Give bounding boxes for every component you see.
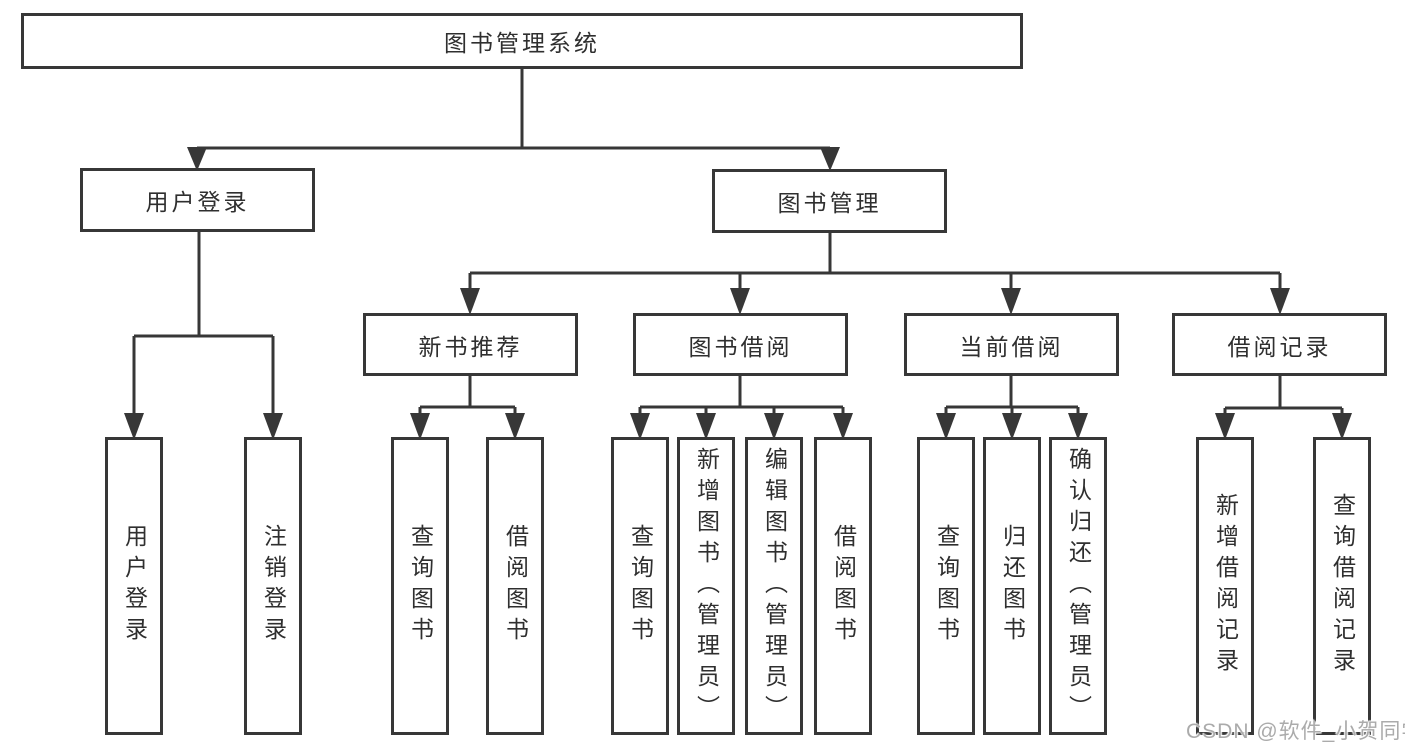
node-new-book-recommend: 新书推荐 bbox=[363, 313, 578, 376]
node-leaf-nb-query-books: 查询图书 bbox=[391, 437, 449, 735]
node-leaf-bb-borrow-books-label: 借阅图书 bbox=[830, 524, 857, 648]
node-current-borrow: 当前借阅 bbox=[904, 313, 1119, 376]
node-leaf-br-query-record: 查询借阅记录 bbox=[1313, 437, 1371, 735]
node-borrow-record: 借阅记录 bbox=[1172, 313, 1387, 376]
node-root-system: 图书管理系统 bbox=[21, 13, 1023, 69]
node-leaf-cb-query-books: 查询图书 bbox=[917, 437, 975, 735]
node-leaf-cb-confirm-return-admin: 确认归还（管理员） bbox=[1049, 437, 1107, 735]
connector-borrow-record-group bbox=[1215, 376, 1352, 440]
node-leaf-bb-add-books-admin: 新增图书（管理员） bbox=[677, 437, 735, 735]
node-leaf-cb-confirm-return-admin-label: 确认归还（管理员） bbox=[1065, 446, 1092, 726]
node-leaf-bb-borrow-books: 借阅图书 bbox=[814, 437, 872, 735]
node-leaf-nb-borrow-books: 借阅图书 bbox=[486, 437, 544, 735]
connector-current-borrow-group bbox=[936, 376, 1088, 440]
node-leaf-cb-return-books: 归还图书 bbox=[983, 437, 1041, 735]
connector-book-borrow-group bbox=[630, 376, 853, 440]
node-book-management-label: 图书管理 bbox=[777, 190, 882, 216]
node-leaf-br-query-record-label: 查询借阅记录 bbox=[1329, 493, 1356, 679]
node-leaf-br-add-record: 新增借阅记录 bbox=[1196, 437, 1254, 735]
node-leaf-user-login-label: 用户登录 bbox=[121, 524, 148, 648]
node-user-login: 用户登录 bbox=[80, 168, 315, 232]
node-leaf-bb-add-books-admin-label: 新增图书（管理员） bbox=[693, 446, 720, 726]
node-book-borrow-label: 图书借阅 bbox=[688, 333, 793, 360]
node-borrow-record-label: 借阅记录 bbox=[1227, 333, 1332, 360]
node-leaf-logout: 注销登录 bbox=[244, 437, 302, 735]
node-leaf-br-add-record-label: 新增借阅记录 bbox=[1212, 493, 1239, 679]
node-leaf-bb-edit-books-admin-label: 编辑图书（管理员） bbox=[761, 446, 788, 726]
connector-user-login-branch bbox=[124, 232, 283, 440]
node-leaf-bb-query-books-label: 查询图书 bbox=[627, 524, 654, 648]
node-leaf-bb-edit-books-admin: 编辑图书（管理员） bbox=[745, 437, 803, 735]
node-leaf-cb-return-books-label: 归还图书 bbox=[999, 524, 1026, 648]
connector-root-to-level2 bbox=[187, 69, 840, 171]
node-leaf-bb-query-books: 查询图书 bbox=[611, 437, 669, 735]
node-new-book-recommend-label: 新书推荐 bbox=[418, 333, 523, 360]
csdn-watermark: CSDN @软件_小贺同学 bbox=[1186, 720, 1405, 743]
node-leaf-user-login: 用户登录 bbox=[105, 437, 163, 735]
node-leaf-logout-label: 注销登录 bbox=[260, 524, 287, 648]
node-root-system-label: 图书管理系统 bbox=[444, 30, 600, 56]
node-leaf-nb-borrow-books-label: 借阅图书 bbox=[502, 524, 529, 648]
node-leaf-nb-query-books-label: 查询图书 bbox=[407, 524, 434, 648]
node-book-management: 图书管理 bbox=[712, 169, 947, 233]
node-current-borrow-label: 当前借阅 bbox=[959, 333, 1064, 360]
node-leaf-cb-query-books-label: 查询图书 bbox=[933, 524, 960, 648]
connector-new-book-group bbox=[410, 376, 525, 440]
node-book-borrow: 图书借阅 bbox=[633, 313, 848, 376]
node-user-login-label: 用户登录 bbox=[145, 189, 250, 215]
connector-book-mgmt-branch bbox=[460, 233, 1290, 315]
